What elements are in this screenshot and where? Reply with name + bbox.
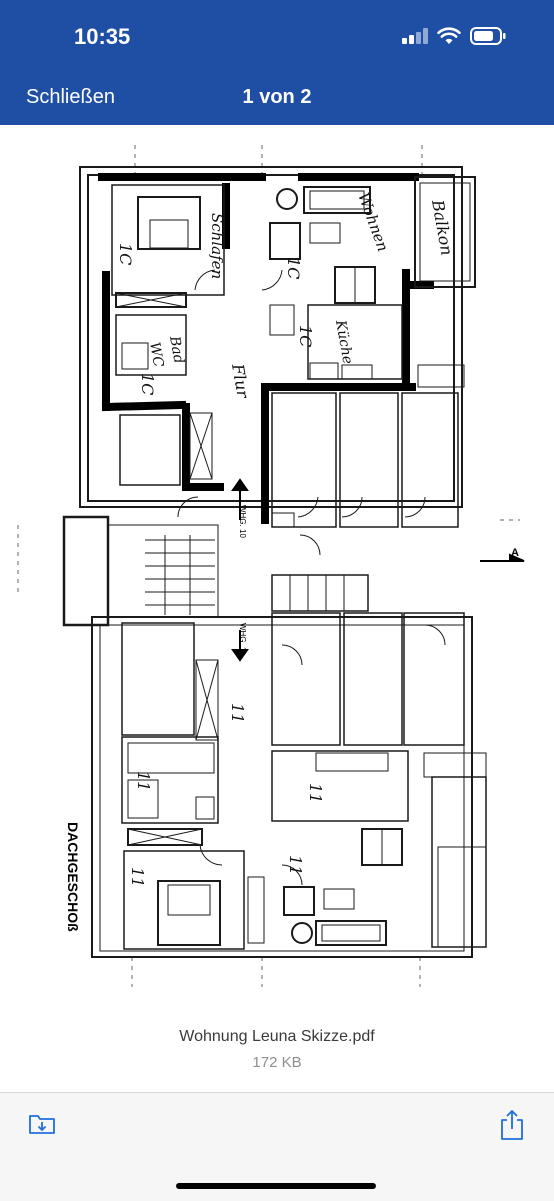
room-label-wc: WC	[146, 341, 166, 369]
room-label-kueche: Küche	[332, 318, 356, 365]
floor-plan-drawing: A Schlafen Wohnen Balkon Küche Bad WC Fl…	[17, 145, 525, 987]
room-label-balkon: Balkon	[428, 197, 457, 256]
share-icon	[501, 1109, 523, 1140]
save-to-files-icon	[29, 1115, 55, 1134]
wifi-icon	[437, 27, 461, 44]
save-to-files-button[interactable]	[28, 1111, 56, 1140]
section-mark: A	[511, 547, 519, 559]
status-time: 10:35	[74, 24, 131, 49]
share-button[interactable]	[498, 1109, 526, 1146]
mark-11-b: 11	[134, 771, 153, 791]
mark-11-c: 11	[306, 783, 325, 803]
mark-1c-a: 1C	[116, 243, 135, 265]
floor-label: DACHGESCHOß	[65, 822, 81, 932]
file-name: Wohnung Leuna Skizze.pdf	[179, 1028, 375, 1045]
mark-1c-c: 1C	[296, 325, 315, 347]
mark-11-e: 11	[128, 867, 147, 887]
status-icons	[402, 26, 506, 46]
mark-11-a: 11	[228, 703, 247, 723]
room-label-schlafen: Schlafen	[208, 213, 226, 279]
mark-1c-d: 1C	[138, 373, 157, 395]
page-indicator: 1 von 2	[242, 86, 312, 108]
home-indicator	[176, 1183, 376, 1189]
document-preview[interactable]: A Schlafen Wohnen Balkon Küche Bad WC Fl…	[0, 125, 554, 1005]
bottom-toolbar	[0, 1092, 554, 1201]
cellular-signal-icon	[402, 28, 428, 44]
room-label-flur: Flur	[228, 361, 253, 400]
apartment-label-lower: WHG. 11	[238, 623, 247, 656]
room-label-wohnen: Wohnen	[354, 190, 392, 254]
apartment-label-upper: WHG. 10	[238, 505, 247, 538]
mark-1c-b: 1C	[284, 257, 303, 279]
navigation-bar: 10:35 Schließen 1 von 2	[0, 0, 554, 125]
close-button[interactable]: Schließen	[26, 86, 115, 108]
file-size: 172 KB	[252, 1054, 302, 1071]
file-info: Wohnung Leuna Skizze.pdf 172 KB	[0, 1028, 554, 1071]
room-label-bad: Bad	[166, 334, 187, 365]
mark-11-d: 11	[286, 855, 305, 875]
battery-icon	[470, 27, 506, 45]
